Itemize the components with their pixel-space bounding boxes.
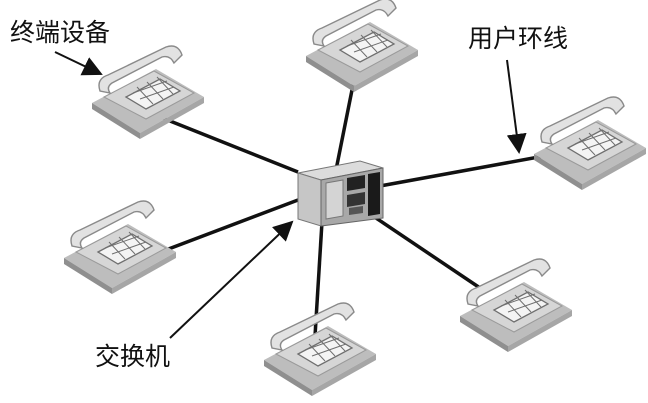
loop-label: 用户环线	[468, 24, 569, 53]
switch-icon	[297, 160, 384, 227]
link-right-bottom	[369, 212, 487, 294]
label-arrows	[54, 51, 527, 339]
phone-right-bottom	[459, 258, 573, 353]
terminal-arrow	[54, 51, 103, 76]
phone-left-top	[91, 45, 205, 140]
connection-lines	[149, 69, 567, 337]
phone-right-top	[533, 96, 647, 191]
loop-arrow	[506, 59, 527, 154]
link-left-bottom	[149, 198, 299, 258]
terminal-label: 终端设备	[10, 18, 111, 47]
phone-left-bottom	[63, 200, 177, 295]
switch-arrow	[169, 220, 294, 339]
link-left-top	[159, 115, 299, 174]
phone-top	[305, 0, 419, 93]
phone-bottom	[263, 302, 377, 397]
switch-label: 交换机	[95, 342, 171, 371]
